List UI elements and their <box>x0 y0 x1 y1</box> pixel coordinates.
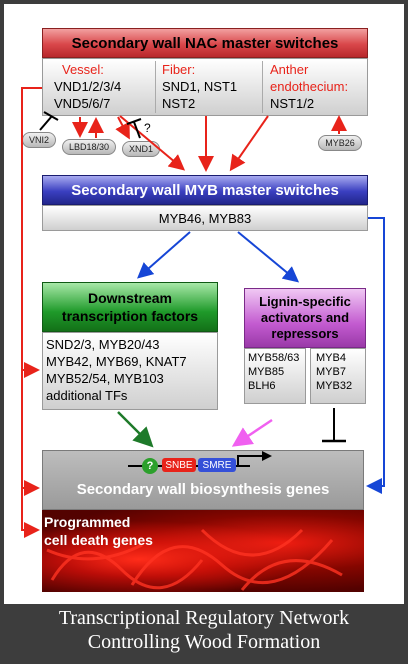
myb-members-box: MYB46, MYB83 <box>42 205 368 231</box>
anther-line-1: NST1/2 <box>270 96 315 111</box>
arrow-myb-to-lignin <box>237 231 300 283</box>
snbe-element: SNBE <box>162 458 196 472</box>
unknown-element-circle: ? <box>142 458 158 474</box>
nac-header: Secondary wall NAC master switches <box>42 28 368 58</box>
lignin-title-3: repressors <box>271 326 339 341</box>
myb26-pill: MYB26 <box>318 135 362 151</box>
arrow-vessel-to-myb <box>119 115 186 171</box>
inhibit-vni2 <box>39 115 53 131</box>
nac-divider-2 <box>262 61 263 113</box>
caption-line-1: Transcriptional Regulatory Network <box>58 607 350 629</box>
inhibit-vni2-bar <box>43 111 59 121</box>
smre-element: SMRE <box>198 458 236 472</box>
nac-members-box <box>42 58 368 116</box>
fiber-line-2: NST2 <box>162 96 196 111</box>
anther-label-2: endothecium: <box>270 79 349 94</box>
arrow-myb-to-downstream <box>136 231 191 279</box>
nac-divider-1 <box>155 61 156 113</box>
lignin-header: Lignin-specific activators and repressor… <box>244 288 366 348</box>
arrow-myb-right-bracket <box>366 217 385 494</box>
arrow-nac-to-pcd <box>21 488 40 538</box>
transcription-start-head <box>262 451 272 461</box>
lignin-activator-2: MYB85 <box>248 366 285 378</box>
vessel-line-1: VND1/2/3/4 <box>54 79 122 94</box>
inhibit-xnd1 <box>133 121 141 139</box>
lignin-repressors-box <box>310 348 366 404</box>
figure-caption: Transcriptional Regulatory Network Contr… <box>0 606 408 654</box>
lbd-pill: LBD18/30 <box>62 139 116 155</box>
biosynthesis-title: Secondary wall biosynthesis genes <box>76 480 330 498</box>
pcd-texture <box>46 528 343 591</box>
caption-line-2: Controlling Wood Formation <box>87 631 321 653</box>
lignin-repressor-1: MYB4 <box>316 352 346 364</box>
lignin-title-1: Lignin-specific <box>259 294 351 309</box>
vni2-pill: VNI2 <box>22 132 56 148</box>
vessel-line-2: VND5/6/7 <box>54 96 111 111</box>
pcd-line-1: Programmed <box>44 514 131 530</box>
downstream-title-2: transcription factors <box>61 308 199 324</box>
arrow-layer <box>21 87 385 538</box>
arrow-nac-left-bracket <box>21 87 42 496</box>
arrow-vessel-to-xnd1 <box>115 116 130 140</box>
fiber-label: Fiber: <box>162 62 196 77</box>
inhibit-xnd1-bar <box>126 118 142 125</box>
downstream-line-1: SND2/3, MYB20/43 <box>46 337 160 352</box>
transcription-start-arrow <box>237 455 264 466</box>
fiber-line-1: SND1, NST1 <box>162 79 238 94</box>
downstream-members-box <box>42 332 218 410</box>
downstream-title-1: Downstream <box>87 290 173 306</box>
lignin-activators-box <box>244 348 306 404</box>
lignin-repressor-3: MYB32 <box>316 380 353 392</box>
arrow-lignin-to-biosynthesis <box>231 418 273 447</box>
lignin-title-2: activators and <box>260 310 350 325</box>
pcd-line-2: cell death genes <box>44 532 153 548</box>
vessel-label: Vessel: <box>62 62 104 77</box>
xnd1-question-mark: ? <box>144 121 151 135</box>
lignin-repressor-2: MYB7 <box>316 366 346 378</box>
anther-label-1: Anther <box>270 62 309 77</box>
lignin-activator-1: MYB58/63 <box>248 352 300 364</box>
lignin-activator-3: BLH6 <box>248 380 276 392</box>
arrow-downstream-to-biosynthesis <box>117 411 154 448</box>
downstream-line-3: MYB52/54, MYB103 <box>46 371 164 386</box>
pcd-image <box>42 510 364 592</box>
downstream-line-4: additional TFs <box>46 388 128 403</box>
downstream-line-2: MYB42, MYB69, KNAT7 <box>46 354 187 369</box>
myb-header: Secondary wall MYB master switches <box>42 175 368 205</box>
downstream-header: Downstream transcription factors <box>42 282 218 332</box>
arrow-anther-to-myb <box>229 115 269 172</box>
